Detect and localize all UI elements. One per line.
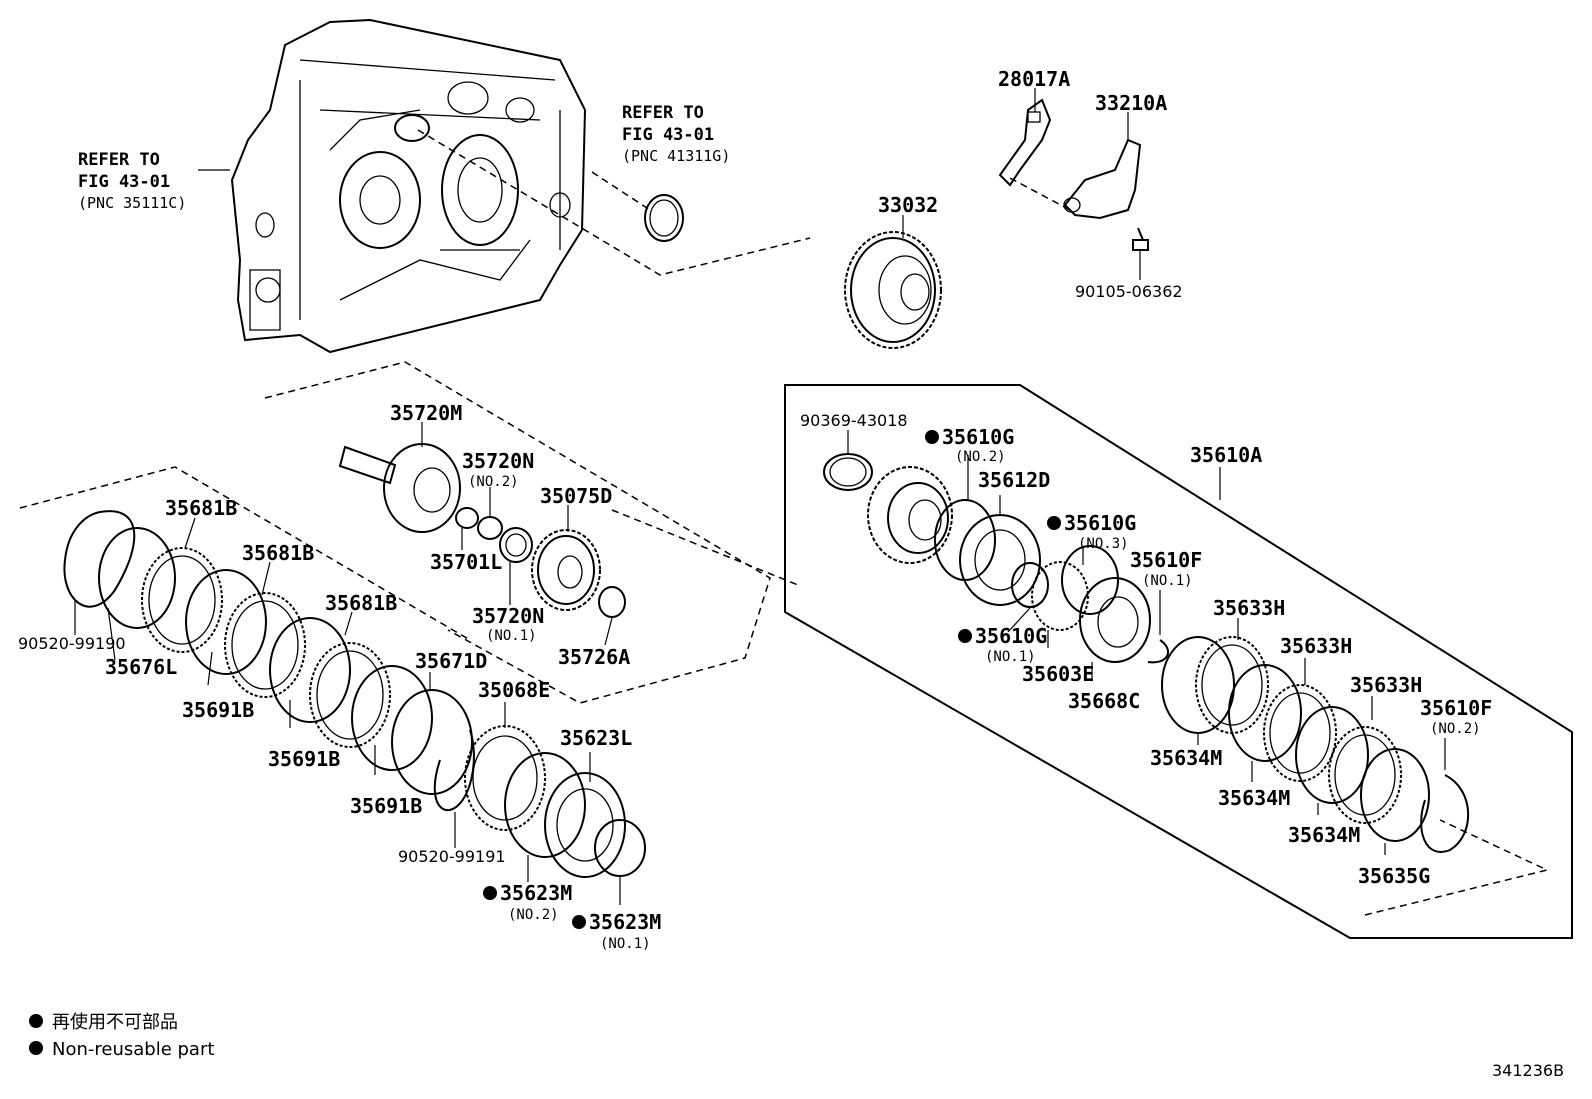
part-label-35726A: 35726A — [558, 645, 630, 669]
gear-33032 — [844, 231, 942, 349]
part-label-35623L: 35623L — [560, 726, 632, 750]
non-reusable-mark — [1047, 516, 1061, 530]
part-label-35623M-no1: 35623M — [589, 910, 661, 934]
case-to-gear-dashline — [417, 129, 811, 276]
part-label-35603E: 35603E — [1022, 662, 1094, 686]
ref-top-line2: FIG 43-01 — [622, 125, 714, 145]
manual-lever-parts — [998, 98, 1149, 251]
clutch-drum-35610A — [867, 466, 953, 564]
figure-code: 341236B — [1492, 1061, 1564, 1080]
part-label-35681B-1: 35681B — [165, 496, 237, 520]
part-sub-35623M-no1: (NO.1) — [600, 936, 651, 952]
retainer-35668C — [1079, 577, 1151, 663]
part-label-35676L: 35676L — [105, 655, 177, 679]
part-label-35691B-2: 35691B — [268, 747, 340, 771]
part-sub-35720N-no1: (NO.1) — [486, 628, 537, 644]
part-label-35691B-3: 35691B — [350, 794, 422, 818]
part-label-35671D: 35671D — [415, 649, 487, 673]
piston-35612D — [959, 514, 1041, 606]
part-sub-35610G-no2: (NO.2) — [955, 449, 1006, 465]
bearing-90369 — [823, 453, 873, 491]
clutch-plates-left — [63, 510, 646, 878]
part-label-35634M-3: 35634M — [1288, 823, 1360, 847]
bearing-35720N-no2 — [477, 516, 503, 540]
part-label-33032: 33032 — [878, 193, 938, 217]
part-label-35610G-no2: 35610G — [942, 425, 1014, 449]
part-label-35720M: 35720M — [390, 401, 462, 425]
part-label-35668C: 35668C — [1068, 689, 1140, 713]
part-label-35691B-1: 35691B — [182, 698, 254, 722]
part-label-33210A: 33210A — [1095, 91, 1167, 115]
snap-ring-35610F-no1 — [1147, 639, 1170, 664]
transaxle-case-illustration — [230, 18, 587, 354]
group-outline-clutch — [19, 466, 471, 641]
part-label-35610F-no2: 35610F — [1420, 696, 1492, 720]
part-label-90520-99191: 90520-99191 — [398, 847, 506, 866]
planetary-shaft-35720M — [338, 443, 461, 533]
part-label-35633H-1: 35633H — [1213, 596, 1285, 620]
part-label-35720N-no1: 35720N — [472, 604, 544, 628]
bearing-35720N-no1 — [499, 527, 533, 563]
group-outline-right-clutch — [1364, 819, 1550, 916]
o-ring-35610G-no1 — [1011, 562, 1049, 608]
leader-lines — [74, 88, 1446, 905]
part-sub-35610G-no3: (NO.3) — [1078, 536, 1129, 552]
part-label-35633H-3: 35633H — [1350, 673, 1422, 697]
spring-35603E — [1031, 561, 1089, 631]
part-label-35635G: 35635G — [1358, 864, 1430, 888]
non-reusable-mark — [483, 886, 497, 900]
clutch-plates-right — [1161, 636, 1470, 853]
part-label-28017A: 28017A — [998, 67, 1070, 91]
ref-left-line3: (PNC 35111C) — [78, 194, 186, 212]
ref-top-line3: (PNC 41311G) — [622, 147, 730, 165]
ref-left-line1: REFER TO — [78, 150, 160, 170]
part-label-35075D: 35075D — [540, 484, 612, 508]
part-label-35610G-no3: 35610G — [1064, 511, 1136, 535]
part-label-35634M-2: 35634M — [1218, 786, 1290, 810]
assembly-box-35610A — [784, 384, 1573, 939]
part-label-90369-43018: 90369-43018 — [800, 411, 908, 430]
ref-top-line1: REFER TO — [622, 103, 704, 123]
part-sub-35623M-no2: (NO.2) — [508, 907, 559, 923]
part-label-35681B-3: 35681B — [325, 591, 397, 615]
part-label-35610G-no1: 35610G — [975, 624, 1047, 648]
legend-en: Non-reusable part — [52, 1039, 214, 1060]
part-label-35610A: 35610A — [1190, 443, 1262, 467]
part-sub-35610G-no1: (NO.1) — [985, 649, 1036, 665]
o-ring-35610G-no3 — [1061, 545, 1119, 615]
part-label-35720N-no2: 35720N — [462, 449, 534, 473]
part-label-35623M-no2: 35623M — [500, 881, 572, 905]
part-sub-35720N-no2: (NO.2) — [468, 474, 519, 490]
non-reusable-mark — [572, 915, 586, 929]
part-label-90520-99190: 90520-99190 — [18, 634, 126, 653]
legend-dot-jp — [29, 1014, 43, 1028]
gear-35075D — [531, 529, 601, 611]
legend-jp: 再使用不可部品 — [52, 1012, 178, 1033]
part-label-35633H-2: 35633H — [1280, 634, 1352, 658]
non-reusable-mark — [958, 629, 972, 643]
part-sub-35610F-no1: (NO.1) — [1142, 573, 1193, 589]
ref-top-leader — [591, 171, 651, 211]
snap-ring-35726A — [598, 586, 626, 618]
part-label-35701L: 35701L — [430, 550, 502, 574]
part-label-90105-06362: 90105-06362 — [1075, 282, 1183, 301]
part-label-35612D: 35612D — [978, 468, 1050, 492]
part-label-35610F-no1: 35610F — [1130, 548, 1202, 572]
part-label-35681B-2: 35681B — [242, 541, 314, 565]
part-sub-35610F-no2: (NO.2) — [1430, 721, 1481, 737]
oil-seal-41311G — [644, 194, 684, 242]
group-outline-planetary — [264, 361, 771, 704]
ref-left-line2: FIG 43-01 — [78, 172, 170, 192]
part-label-35634M-1: 35634M — [1150, 746, 1222, 770]
washer-35701L — [455, 507, 479, 529]
part-label-35068E: 35068E — [478, 678, 550, 702]
legend-dot-en — [29, 1041, 43, 1055]
non-reusable-mark — [925, 430, 939, 444]
